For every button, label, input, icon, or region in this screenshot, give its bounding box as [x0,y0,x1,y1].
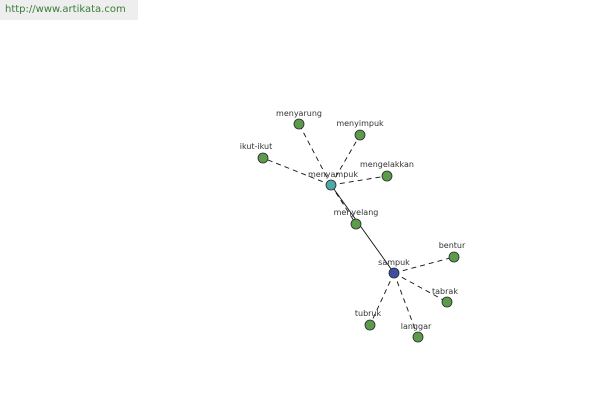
node-label-tabrak[interactable]: tabrak [432,287,458,296]
edge-sampuk-tubruk [369,272,395,326]
site-url-link[interactable]: http://www.artikata.com [5,4,126,15]
edges-layer [262,123,455,338]
edge-sampuk-bentur [393,256,455,274]
url-banner: http://www.artikata.com [0,0,138,20]
edge-sampuk-tabrak [393,272,448,303]
node-langgar[interactable] [412,331,424,343]
node-label-menyarung[interactable]: menyarung [276,109,322,118]
node-label-menyampuk[interactable]: menyampuk [308,170,358,179]
node-menyimpuk[interactable] [354,129,366,141]
nodes-layer [257,118,460,343]
node-menyampuk[interactable] [325,179,337,191]
edge-menyampuk-menyarung [298,123,332,186]
node-label-bentur[interactable]: bentur [439,241,466,250]
node-tubruk[interactable] [364,319,376,331]
edge-menyampuk-ikut-ikut [262,157,332,186]
edge-menyampuk-menyelang [330,184,357,225]
edge-menyampuk-mengelakkan [330,175,388,186]
edge-menyampuk-sampuk [330,184,395,274]
node-label-ikut-ikut[interactable]: ikut-ikut [240,142,273,151]
node-menyarung[interactable] [293,118,305,130]
node-tabrak[interactable] [441,296,453,308]
labels-layer: sampuk menyampuk menyelang bentur tabrak lang… [240,109,466,331]
node-label-langgar[interactable]: langgar [401,322,432,331]
node-label-menyelang[interactable]: menyelang [334,208,379,217]
node-label-tubruk[interactable]: tubruk [355,309,382,318]
node-label-sampuk[interactable]: sampuk [378,258,410,267]
node-ikut-ikut[interactable] [257,152,269,164]
node-bentur[interactable] [448,251,460,263]
node-label-mengelakkan[interactable]: mengelakkan [360,160,414,169]
edge-sampuk-langgar [393,272,419,338]
node-mengelakkan[interactable] [381,170,393,182]
edge-menyampuk-menyimpuk [330,134,361,186]
node-label-menyimpuk[interactable]: menyimpuk [336,119,384,128]
node-menyelang[interactable] [350,218,362,230]
node-sampuk[interactable] [388,267,400,279]
